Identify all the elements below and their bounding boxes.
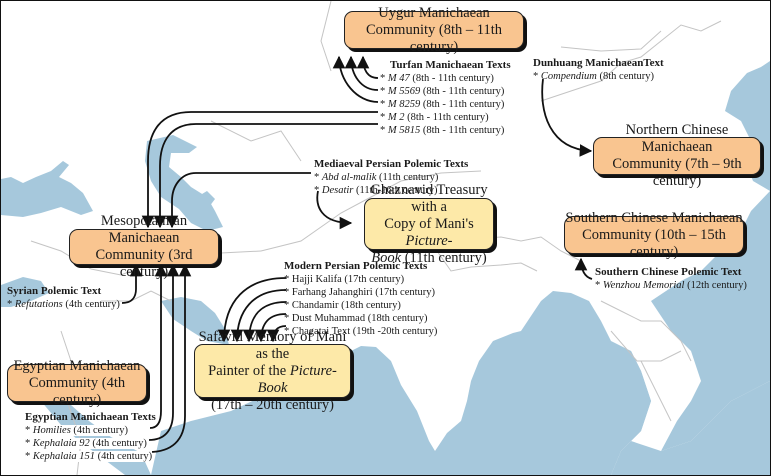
southern-polemic-heading: Southern Chinese Polemic Text xyxy=(595,266,742,278)
ghaznavid-line3: Book (11th century) xyxy=(365,250,493,267)
south-china-sea xyxy=(651,191,770,451)
persian-gulf xyxy=(161,297,229,345)
modern-persian-texts: Modern Persian Polemic Texts * Hajji Kal… xyxy=(284,260,437,338)
arrow-abd-al-malik-to-mesopotamia xyxy=(165,172,311,229)
egyptian-manichaean-texts: Egyptian Manichaean Texts * Homilies (4t… xyxy=(25,411,156,463)
arrow-wenzhou-to-southern-chinese xyxy=(574,257,593,280)
arrow-compendium-to-northern-chinese xyxy=(541,78,593,157)
safavid-line3: (17th – 20th century) xyxy=(211,396,334,413)
arrow-m5569-to-uygur xyxy=(344,55,379,91)
modern-persian-item: * Chagatai Text (19th -20th century) xyxy=(284,326,438,337)
ghaznavid-line2a: Copy of Mani's xyxy=(384,215,474,232)
northern-chinese-line2: Community (7th – 9th century) xyxy=(612,156,742,189)
egyptian-community-box: Egyptian Manichaean Community (4th centu… xyxy=(7,358,147,408)
arrow-kephalaia151-to-mesopotamia xyxy=(148,263,192,453)
modern-persian-heading: Modern Persian Polemic Texts xyxy=(284,260,428,272)
arrow-dust-muhammad-to-safavid xyxy=(254,313,287,343)
arrow-hajji-kalifa-to-safavid xyxy=(217,277,287,343)
arrow-refutations-to-mesopotamia xyxy=(121,263,143,304)
ghaznavid-line2b: Picture- xyxy=(405,232,453,249)
arrow-m5815-to-mesopotamia xyxy=(153,123,378,229)
egyptian-line1: Egyptian Manichaean xyxy=(13,357,141,374)
arrow-farhang-to-safavid xyxy=(230,289,287,343)
mediaeval-persian-heading: Mediaeval Persian Polemic Texts xyxy=(314,158,469,170)
egyptian-line2: Community (4th century) xyxy=(28,374,126,408)
mediaeval-persian-texts: Mediaeval Persian Polemic Texts * Abd al… xyxy=(314,158,468,197)
egyptian-texts-item: * Kephalaia 151 (4th century) xyxy=(25,451,153,462)
uygur-community-box: Uygur Manichaean Community (8th – 11th c… xyxy=(344,5,524,55)
arrow-m47-to-uygur xyxy=(356,55,379,79)
turfan-item: * M 2 (8th - 11th century) xyxy=(380,112,489,123)
arrow-chagatai-to-safavid xyxy=(266,325,287,343)
mesopotamian-line2: Community (3rd century) xyxy=(95,247,193,280)
southern-chinese-line2: Community (10th – 15th century) xyxy=(582,226,726,260)
mediaeval-persian-item: * Desatir (11th-16th century) xyxy=(314,185,438,196)
modern-persian-item: * Chandamir (18th century) xyxy=(284,300,401,311)
transmission-arrows xyxy=(121,55,593,453)
mesopotamian-line1: Mesopotamian Manichaean xyxy=(100,213,188,246)
mesopotamian-community-box: Mesopotamian Manichaean Community (3rd c… xyxy=(69,213,219,280)
ghaznavid-line3b: (11th century) xyxy=(401,249,487,266)
mediaeval-persian-item: * Abd al-malik (11th century) xyxy=(314,172,439,183)
uygur-line2: Community (8th – 11th century) xyxy=(365,21,502,55)
egyptian-texts-item: * Kephalaia 92 (4th century) xyxy=(25,438,147,449)
syrian-polemic-texts: Syrian Polemic Text * Refutations (4th c… xyxy=(7,285,120,311)
arrow-homilies-to-mesopotamia xyxy=(149,263,168,429)
ghaznavid-line2: Copy of Mani's Picture- xyxy=(365,216,493,250)
ghaznavid-line3a: Book xyxy=(371,249,402,266)
safavid-line2a: Painter of the xyxy=(208,362,290,379)
southern-polemic-item: * Wenzhou Memorial (12th century) xyxy=(595,280,747,291)
turfan-item: * M 8259 (8th - 11th century) xyxy=(380,99,505,110)
southern-chinese-community-box: Southern Chinese Manichaean Community (1… xyxy=(564,210,744,260)
uygur-line1: Uygur Manichaean xyxy=(378,4,490,21)
arrow-kephalaia92-to-mesopotamia xyxy=(148,263,180,441)
mediterranean xyxy=(1,277,49,307)
northern-chinese-community-box: Northern Chinese Manichaean Community (7… xyxy=(593,122,761,189)
arrow-m2-to-mesopotamia xyxy=(141,111,378,229)
arrow-chandamir-to-safavid xyxy=(242,301,287,343)
dunhuang-heading: Dunhuang ManichaeanText xyxy=(533,57,664,69)
caspian-sea xyxy=(145,135,223,231)
safavid-line1: Safavid Memory of Mani as the xyxy=(198,328,347,362)
aral-sea xyxy=(197,191,215,207)
turfan-texts: Turfan Manichaean Texts * M 47 (8th - 11… xyxy=(380,59,511,137)
modern-persian-item: * Hajji Kalifa (17th century) xyxy=(284,274,405,285)
modern-persian-item: * Farhang Jahanghiri (17th century) xyxy=(284,287,436,298)
southern-chinese-line1: Southern Chinese Manichaean xyxy=(565,209,743,226)
southern-chinese-polemic-texts: Southern Chinese Polemic Text * Wenzhou … xyxy=(595,266,747,292)
safavid-line2: Painter of the Picture-Book xyxy=(195,363,350,397)
turfan-item: * M 5815 (8th - 11th century) xyxy=(380,125,505,136)
syrian-item: * Refutations (4th century) xyxy=(7,299,120,310)
northern-chinese-line1: Northern Chinese Manichaean xyxy=(625,122,729,155)
egyptian-texts-item: * Homilies (4th century) xyxy=(25,425,128,436)
black-sea xyxy=(1,161,93,217)
indian-ocean xyxy=(151,291,651,475)
ghaznavid-treasury-box: Ghaznavid Treasury with a Copy of Mani's… xyxy=(364,182,494,266)
bay-of-bengal xyxy=(521,319,770,475)
ghaznavid-line1: Ghaznavid Treasury with a xyxy=(370,181,488,215)
turfan-item: * M 47 (8th - 11th century) xyxy=(380,73,494,84)
safavid-memory-box: Safavid Memory of Mani as the Painter of… xyxy=(194,329,351,413)
turfan-item: * M 5569 (8th - 11th century) xyxy=(380,86,505,97)
syrian-heading: Syrian Polemic Text xyxy=(7,285,102,297)
arrow-desatir-to-ghaznavid xyxy=(316,190,353,230)
turfan-heading: Turfan Manichaean Texts xyxy=(390,59,511,71)
safavid-line2b: Picture-Book xyxy=(257,362,337,396)
egyptian-texts-heading: Egyptian Manichaean Texts xyxy=(25,411,156,423)
dunhuang-item: * Compendium (8th century) xyxy=(533,71,655,82)
dunhuang-texts: Dunhuang ManichaeanText * Compendium (8t… xyxy=(533,57,664,83)
arrow-m8259-to-uygur xyxy=(332,55,379,103)
modern-persian-item: * Dust Muhammad (18th century) xyxy=(284,313,428,324)
